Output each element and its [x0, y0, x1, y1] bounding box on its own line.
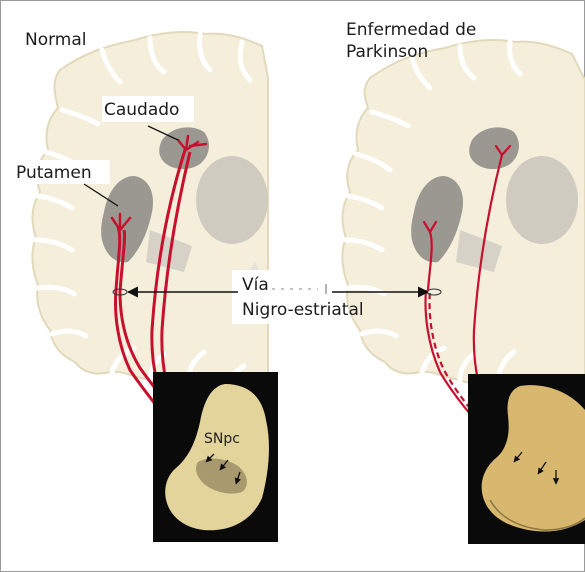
normal-title: Normal: [25, 30, 87, 50]
parkinson-title-line2: Parkinson: [346, 42, 428, 62]
photo-snpc-normal: SNpc: [153, 372, 278, 542]
parkinson-title-line1: Enfermedad de: [346, 20, 476, 40]
via-label-line1: Vía: [242, 275, 269, 295]
photo-snpc-parkinson: [468, 374, 585, 544]
thalamus-normal: [196, 156, 268, 244]
snpc-label: SNpc: [204, 431, 240, 447]
thalamus-parkinson: [506, 156, 578, 244]
via-label-line2: Nigro-estriatal: [242, 300, 364, 320]
caudado-label: Caudado: [104, 100, 179, 120]
putamen-label: Putamen: [16, 163, 92, 183]
